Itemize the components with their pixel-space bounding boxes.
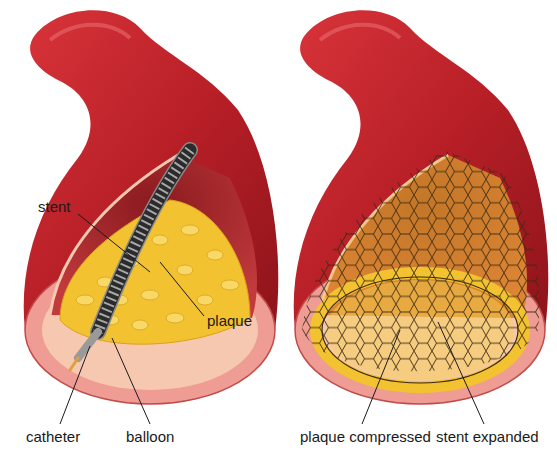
part-label: catheter [26, 428, 80, 446]
part-label: stent expanded [436, 428, 539, 446]
part-label: stent [38, 198, 71, 216]
part-label: balloon [126, 428, 174, 446]
leader-lines [60, 214, 484, 424]
part-label: plaque compressed [300, 428, 431, 446]
part-label: plaque [207, 312, 252, 330]
